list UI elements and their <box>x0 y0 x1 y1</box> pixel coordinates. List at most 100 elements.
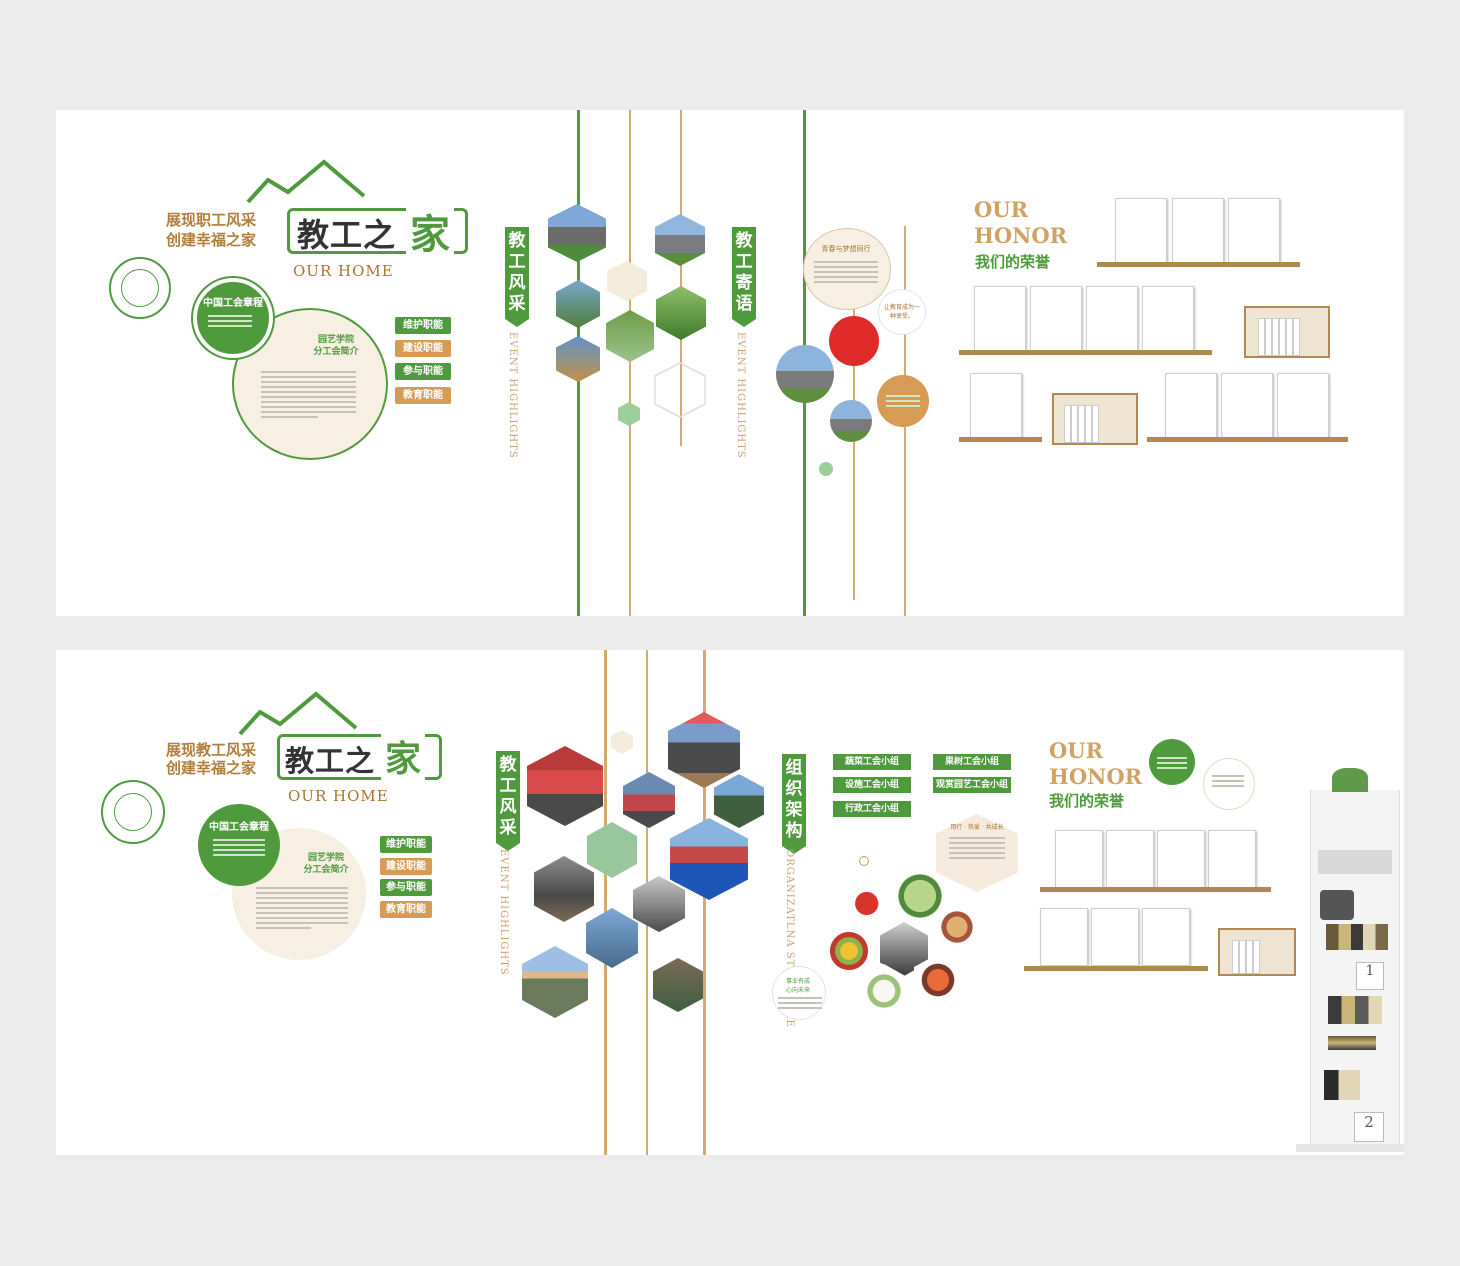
our-home-subtitle: OUR HOME <box>293 262 394 280</box>
activity-photo <box>633 876 685 932</box>
honor-shelf <box>1040 887 1271 892</box>
campus-photo-round <box>776 345 834 403</box>
radio-icon <box>1320 890 1354 920</box>
produce-photo <box>896 870 944 922</box>
panel-top: 展现职工风采 创建幸福之家 教工之 家 OUR HOME 园艺学院 分工会简介 … <box>56 110 1404 616</box>
honor-frame <box>1208 830 1256 888</box>
function-button-maintain[interactable]: 维护职能 <box>380 836 432 853</box>
produce-photo <box>914 954 962 1006</box>
org-group-admin[interactable]: 行政工会小组 <box>833 801 911 817</box>
event-highlights-en: EVENT HIGHLIGHTS <box>498 849 509 976</box>
honor-title-en2: HONOR <box>1049 764 1143 789</box>
org-group-vegetable[interactable]: 蔬菜工会小组 <box>833 754 911 770</box>
event-highlights-tag: 教工风采 <box>496 751 520 851</box>
function-button-educate[interactable]: 教育职能 <box>380 901 432 918</box>
deco-hexagon <box>611 730 633 754</box>
quote-bubble-text: 让教育成为一种享受。 <box>884 304 921 320</box>
honor-title-en2: HONOR <box>974 223 1068 248</box>
function-button-educate[interactable]: 教育职能 <box>395 387 451 404</box>
org-structure-tag: 组织架构 <box>782 754 806 854</box>
slogan-line2: 创建幸福之家 <box>166 231 257 249</box>
deco-hexagon <box>587 822 637 878</box>
produce-photo <box>860 964 908 1018</box>
intro-circle <box>232 308 388 460</box>
function-button-build[interactable]: 建设职能 <box>395 340 451 357</box>
campus-photo <box>656 286 706 340</box>
org-group-ornamental[interactable]: 观赏园艺工会小组 <box>933 777 1011 793</box>
function-button-participate[interactable]: 参与职能 <box>380 879 432 896</box>
honor-frame <box>970 373 1022 439</box>
honor-dot-text <box>1157 754 1187 772</box>
charter-circle-title: 中国工会章程 <box>209 822 269 833</box>
org-structure-en: ORGANIZATLNA STRUCTURE <box>784 849 795 1028</box>
intro-text <box>256 884 348 932</box>
honor-shelf <box>1024 966 1208 971</box>
honor-bubble <box>1203 758 1255 810</box>
honor-frame <box>1115 198 1167 264</box>
campus-photo <box>556 336 600 382</box>
books <box>1324 1070 1360 1100</box>
page-title-accent: 家 <box>381 730 426 782</box>
divider-line <box>703 650 706 1155</box>
org-group-facility[interactable]: 设施工会小组 <box>833 777 911 793</box>
house-roof-icon <box>238 691 358 736</box>
event-highlights-en: EVENT HIGHLIGHTS <box>507 332 518 459</box>
honor-frame <box>1142 908 1190 966</box>
honor-frame <box>1040 908 1088 966</box>
red-dot <box>829 316 879 366</box>
honor-frame <box>1030 286 1082 352</box>
page-title: 教工之 <box>297 216 397 254</box>
quote-bubble <box>878 289 926 335</box>
function-button-maintain[interactable]: 维护职能 <box>395 317 451 334</box>
deco-dot <box>819 462 833 476</box>
deco-hexagon <box>607 261 647 301</box>
message-bubble <box>803 228 891 310</box>
activity-photo <box>670 818 748 900</box>
activity-photo <box>668 712 740 788</box>
honor-title-en1: OUR <box>974 197 1029 222</box>
intro-text <box>261 368 356 421</box>
motto-text <box>949 834 1005 862</box>
motto-hexagon-title: 用行 · 热爱 · 共成长 <box>950 824 1004 831</box>
book-display-box <box>1052 393 1138 445</box>
book-display-box <box>1218 928 1296 976</box>
book-display-box <box>1244 306 1330 358</box>
intro-circle-title: 园艺学院 分工会简介 <box>303 853 349 875</box>
honor-frame <box>1221 373 1273 439</box>
campus-photo <box>556 280 600 328</box>
honor-frame <box>974 286 1026 352</box>
note-bubble-title: 事业有成 心向未来 <box>785 978 810 994</box>
activity-photo <box>623 772 675 828</box>
campus-photo-round <box>830 400 872 442</box>
message-bubble-text <box>814 258 878 286</box>
deco-hexagon <box>618 402 640 426</box>
honor-frame <box>1228 198 1280 264</box>
honor-title-cn: 我们的荣誉 <box>975 253 1051 271</box>
bookshelf-compartment <box>1318 850 1392 874</box>
activity-photo <box>586 908 638 968</box>
divider-line <box>629 110 631 616</box>
activity-photo <box>527 746 603 826</box>
produce-photo <box>826 926 872 976</box>
note-bubble <box>772 966 826 1020</box>
charter-circle <box>193 278 273 358</box>
shelf-number-1: 1 <box>1356 962 1384 990</box>
org-group-fruit[interactable]: 果树工会小组 <box>933 754 1011 770</box>
divider-line <box>680 110 682 446</box>
function-button-build[interactable]: 建设职能 <box>380 858 432 875</box>
our-home-subtitle: OUR HOME <box>288 787 389 805</box>
honor-shelf <box>959 437 1042 442</box>
plant-icon <box>1332 768 1368 792</box>
panel-bottom: 展现教工风采 创建幸福之家 教工之 家 OUR HOME 园艺学院 分工会简介 … <box>56 650 1404 1155</box>
college-logo <box>101 780 165 844</box>
event-highlights-tag: 教工风采 <box>505 227 529 327</box>
honor-shelf <box>959 350 1212 355</box>
honor-shelf <box>1147 437 1348 442</box>
honor-shelf <box>1097 262 1300 267</box>
slogan-line2: 创建幸福之家 <box>166 759 257 777</box>
honor-frame <box>1157 830 1205 888</box>
function-button-participate[interactable]: 参与职能 <box>395 363 451 380</box>
slogan-line1: 展现职工风采 <box>166 211 257 229</box>
slogan-line1: 展现教工风采 <box>166 741 257 759</box>
honor-bubble-text <box>1212 772 1244 790</box>
